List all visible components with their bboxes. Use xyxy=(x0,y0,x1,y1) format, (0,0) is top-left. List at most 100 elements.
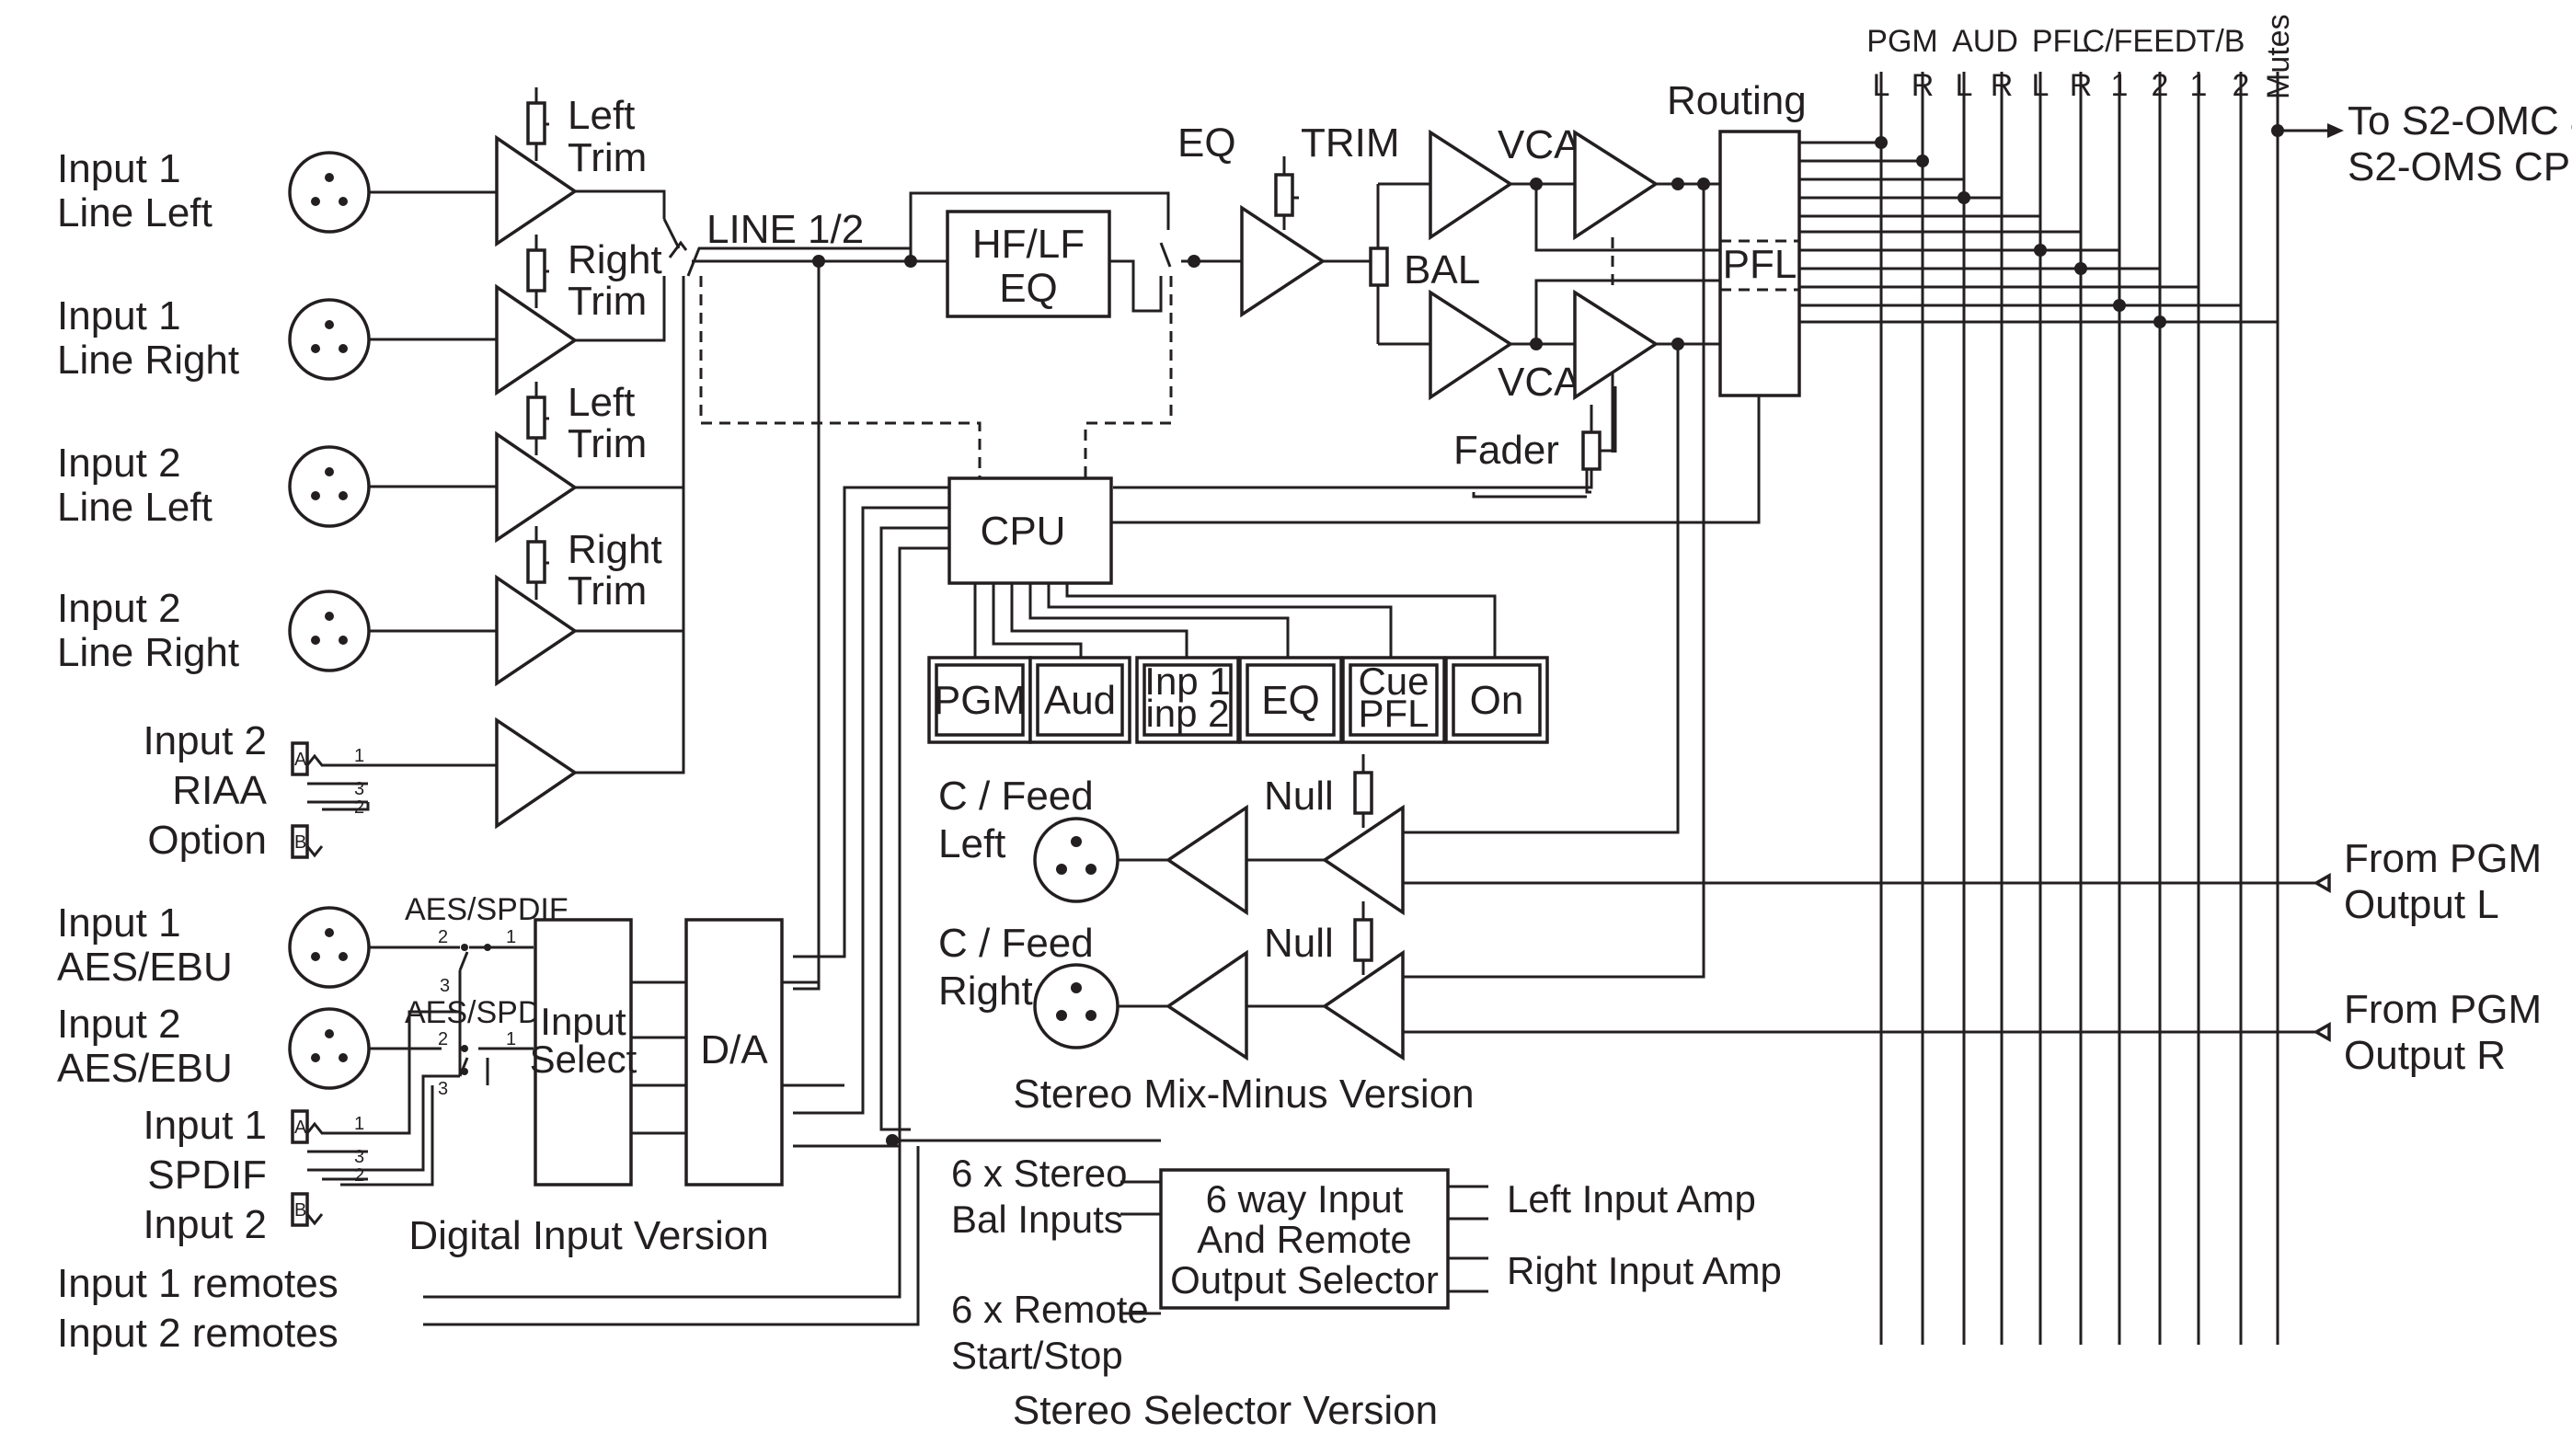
svg-text:R: R xyxy=(1912,68,1935,103)
to-cpu-label: To S2-OMC &S2-OMS CPU xyxy=(2348,98,2572,189)
spdif-pin-b: B xyxy=(294,1200,306,1221)
eq-label: EQ xyxy=(1177,120,1236,166)
xlr-connector-in1-right xyxy=(288,298,371,381)
vca-amp-1 xyxy=(1429,129,1514,241)
fader-label: Fader xyxy=(1453,428,1559,473)
xlr-connector-cfeed-left xyxy=(1033,817,1120,903)
button-inp[interactable]: Inp 1 inp 2 xyxy=(1135,656,1240,744)
aes-pin-1b: 1 xyxy=(506,1029,516,1049)
digital-version-label: Digital Input Version xyxy=(408,1213,768,1258)
aes-pin-2b: 2 xyxy=(438,1029,448,1049)
svg-text:EQ: EQ xyxy=(1261,678,1320,723)
button-aud[interactable]: Aud xyxy=(1028,656,1131,744)
arrow-to-cpu xyxy=(2327,123,2344,138)
arrow-from-pgm-l xyxy=(2313,872,2331,894)
cpu-block xyxy=(947,476,1113,585)
null-label-1: Null xyxy=(1264,774,1334,819)
input-amp-3 xyxy=(495,430,579,544)
xlr-connector-in2-left xyxy=(288,445,371,528)
bus-headers: PGM AUD PFL C/FEED T/B L R L R L R 1 2 1… xyxy=(1866,14,2296,103)
button-eq[interactable]: EQ xyxy=(1238,656,1343,744)
riaa-amp xyxy=(495,717,579,830)
selector-version-label: Stereo Selector Version xyxy=(1013,1388,1438,1433)
spdif-pin-1: 1 xyxy=(354,1114,364,1134)
mixminus-amp-left xyxy=(1321,804,1405,916)
input-amp-4 xyxy=(495,574,579,687)
xlr-connector-in2-aes xyxy=(288,1007,371,1090)
svg-text:PGM: PGM xyxy=(934,678,1026,723)
bal-label: BAL xyxy=(1404,247,1480,292)
da-label: D/A xyxy=(700,1027,768,1072)
label-input2-remotes: Input 2 remotes xyxy=(57,1311,339,1356)
line12-switch xyxy=(662,218,911,277)
button-on[interactable]: On xyxy=(1444,656,1549,744)
vca-label-top: VCA xyxy=(1498,122,1581,167)
right-input-amp-label: Right Input Amp xyxy=(1507,1249,1782,1292)
svg-text:C/FEED: C/FEED xyxy=(2083,24,2198,59)
cpu-label: CPU xyxy=(981,509,1066,554)
trim-amp xyxy=(1240,204,1326,318)
svg-text:R: R xyxy=(2070,68,2093,103)
riaa-pin-a: A xyxy=(294,750,307,770)
pfl-label: PFL xyxy=(1723,242,1797,287)
button-pgm[interactable]: PGM xyxy=(927,656,1032,744)
spdif-connector xyxy=(291,1109,368,1227)
aes-pin-1: 1 xyxy=(506,927,516,947)
trim-pot-main xyxy=(1274,156,1299,230)
aes-pin-3b: 3 xyxy=(438,1079,448,1099)
trim-pot-1 xyxy=(526,87,549,161)
xlr-connector-in1-left xyxy=(288,151,371,234)
svg-text:Inp 1: Inp 1 xyxy=(1144,659,1230,703)
trim-pot-3 xyxy=(526,382,549,455)
input-amp-2 xyxy=(495,283,579,396)
button-cue-pfl[interactable]: Cue PFL xyxy=(1341,656,1446,744)
fader-pot xyxy=(1113,405,1613,489)
input-select-block xyxy=(534,918,633,1187)
svg-text:PFL: PFL xyxy=(1358,692,1429,735)
riaa-pin-1: 1 xyxy=(354,746,364,766)
svg-text:L: L xyxy=(2032,68,2050,103)
svg-text:Cue: Cue xyxy=(1358,659,1429,703)
spdif-pin-3: 3 xyxy=(354,1147,364,1167)
fader-amp-2 xyxy=(1573,289,1659,401)
arrow-from-pgm-r xyxy=(2313,1021,2331,1043)
svg-text:L: L xyxy=(1956,68,1973,103)
trim-main-label: TRIM xyxy=(1301,120,1400,166)
routing-block xyxy=(1718,130,1801,397)
routing-label: Routing xyxy=(1667,78,1807,123)
fader-amp-1 xyxy=(1573,129,1659,241)
null-pot-left xyxy=(1353,754,1373,828)
mixminus-amp-right xyxy=(1321,949,1405,1061)
aes-pin-2: 2 xyxy=(438,927,448,947)
svg-text:AUD: AUD xyxy=(1952,24,2018,59)
aes-pin-3: 3 xyxy=(440,976,450,996)
svg-text:1: 1 xyxy=(2190,68,2208,103)
svg-text:2: 2 xyxy=(2233,68,2250,103)
label-input1-remotes: Input 1 remotes xyxy=(57,1261,339,1306)
trim-pot-2 xyxy=(526,235,549,308)
mixminus-version-label: Stereo Mix-Minus Version xyxy=(1013,1072,1474,1117)
xlr-connector-cfeed-right xyxy=(1033,963,1120,1049)
svg-text:inp 2: inp 2 xyxy=(1145,692,1229,735)
spdif-pin-a: A xyxy=(294,1118,307,1138)
svg-text:T/B: T/B xyxy=(2197,24,2245,59)
cfeed-out-amp-right xyxy=(1165,949,1248,1061)
trim-pot-4 xyxy=(526,526,549,600)
vca-amp-2 xyxy=(1429,289,1514,401)
